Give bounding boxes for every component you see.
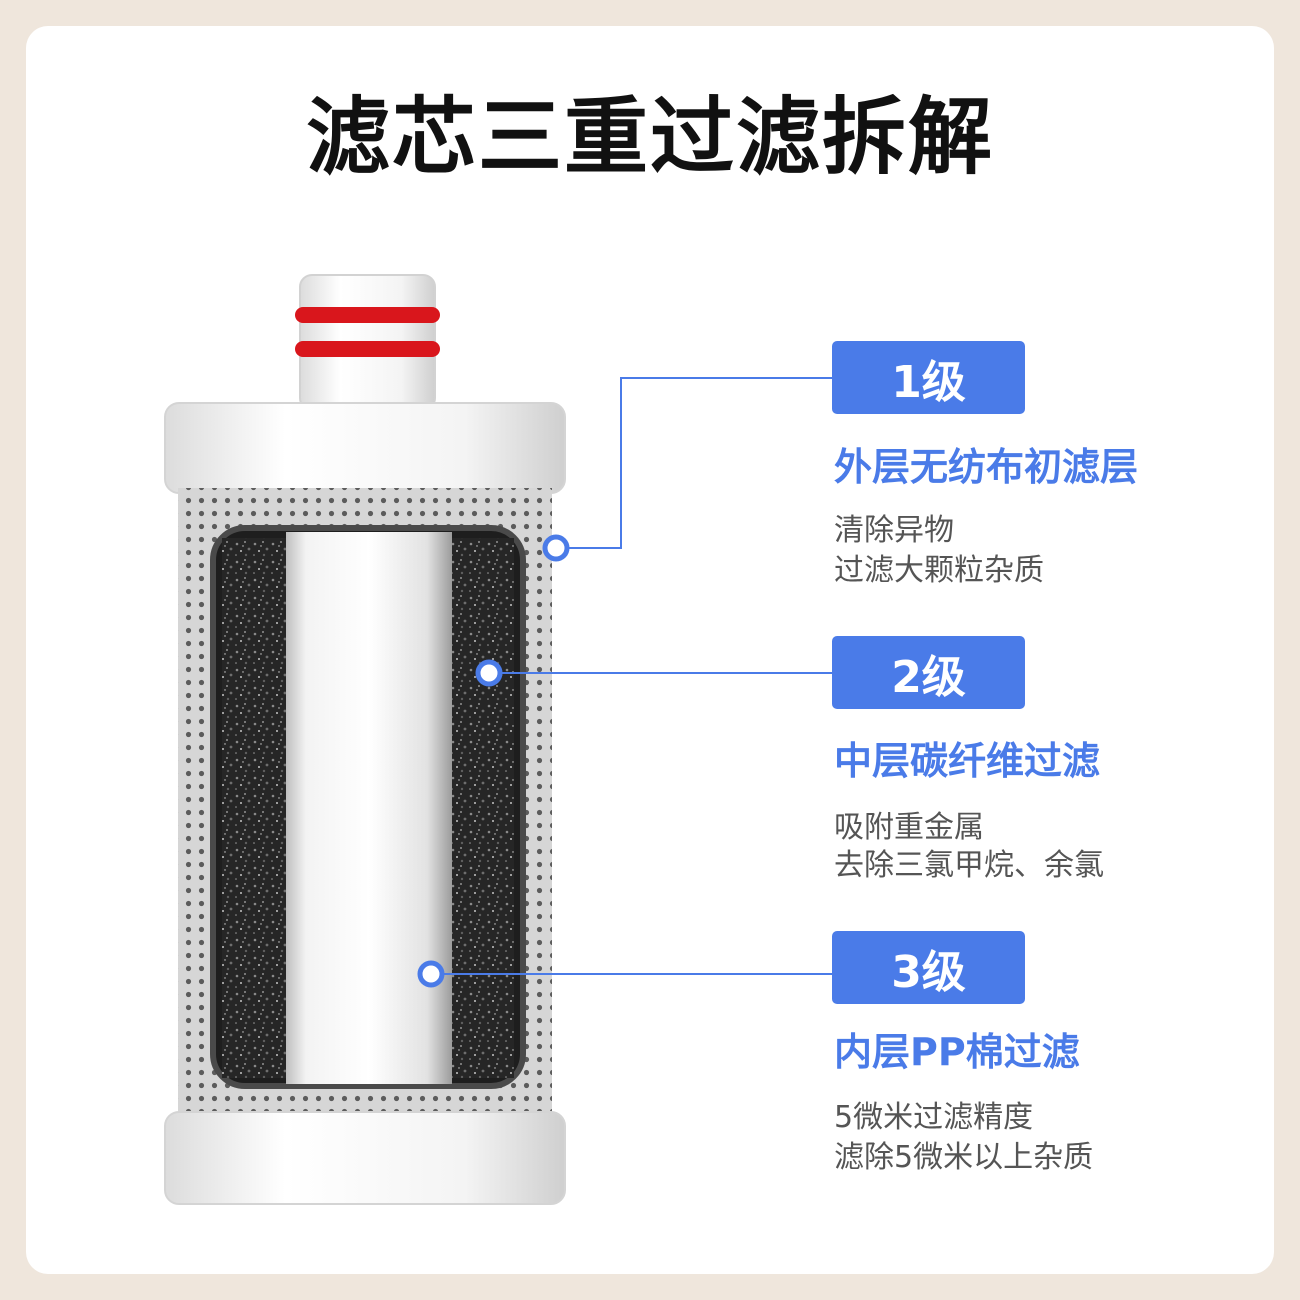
stage-1-badge: 1级 xyxy=(832,341,1025,414)
marker-dot-3 xyxy=(417,960,445,988)
seal-ring-top xyxy=(295,307,440,323)
stage-2-badge: 2级 xyxy=(832,636,1025,709)
marker-dot-1 xyxy=(542,534,570,562)
stage-2-name: 中层碳纤维过滤 xyxy=(834,739,1101,783)
stage-2-desc-line2: 去除三氯甲烷、余氯 xyxy=(834,848,1104,883)
inner-pp-core xyxy=(286,532,452,1084)
top-cap xyxy=(164,402,566,494)
stage-1-desc-line2: 过滤大颗粒杂质 xyxy=(834,553,1044,588)
carbon-layer-right xyxy=(448,538,514,1078)
nozzle xyxy=(295,274,440,411)
stage-3-name: 内层PP棉过滤 xyxy=(834,1030,1080,1074)
stage-3-badge: 3级 xyxy=(832,931,1025,1004)
stage-1-name: 外层无纺布初滤层 xyxy=(834,445,1139,489)
carbon-layer-left xyxy=(222,538,288,1078)
marker-dot-2 xyxy=(475,659,503,687)
stage-1-desc-line1: 清除异物 xyxy=(834,513,954,548)
page-title: 滤芯三重过滤拆解 xyxy=(305,88,994,186)
bottom-cap xyxy=(164,1111,566,1205)
seal-ring-bottom xyxy=(295,341,440,357)
stage-3-desc-line1: 5微米过滤精度 xyxy=(834,1100,1034,1135)
stage-2-desc-line1: 吸附重金属 xyxy=(834,810,984,845)
stage-3-desc-line2: 滤除5微米以上杂质 xyxy=(834,1140,1094,1175)
connector-line-1 xyxy=(568,377,832,549)
